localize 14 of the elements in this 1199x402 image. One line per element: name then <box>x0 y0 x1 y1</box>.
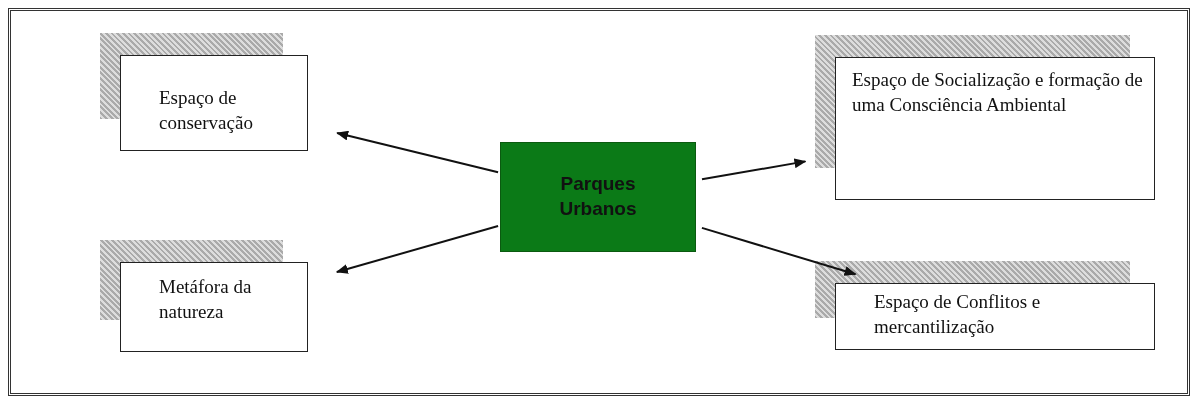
text-box <box>120 262 308 352</box>
arrow <box>336 130 500 174</box>
arrow <box>700 158 807 181</box>
box-label: Espaço de Socialização e formação de uma Consciência Ambiental <box>852 68 1144 117</box>
arrow <box>335 225 500 274</box>
text-box <box>120 55 308 151</box>
box-label: Espaço de Conflitos e mercantilização <box>874 290 1042 339</box>
box-label: Espaço de conservação <box>159 86 254 135</box>
text-box <box>835 57 1155 200</box>
box-label: Metáfora da natureza <box>159 275 253 324</box>
central-box <box>500 142 696 252</box>
text-box <box>835 283 1155 350</box>
arrow <box>700 226 857 276</box>
box-label: Parques Urbanos <box>558 172 638 221</box>
